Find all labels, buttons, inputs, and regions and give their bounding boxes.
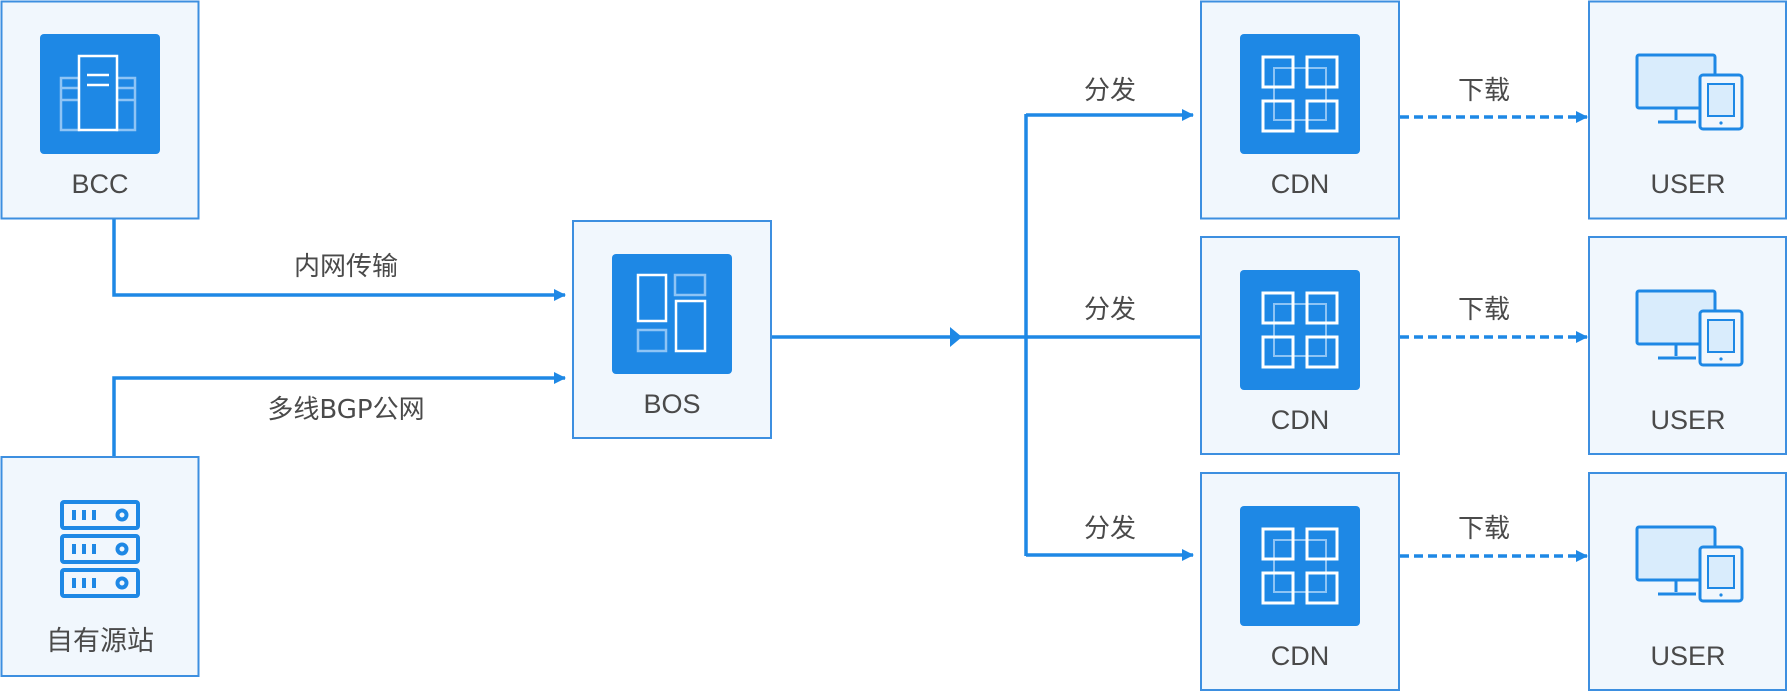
edge-bcc-to-bos bbox=[112, 218, 566, 301]
node-origin: 自有源站 bbox=[0, 456, 200, 677]
connectors bbox=[112, 109, 1588, 562]
node-box bbox=[1588, 236, 1787, 455]
icon-tile bbox=[1240, 506, 1360, 626]
icon-tile bbox=[612, 254, 732, 374]
node-label-user-1: USER bbox=[1650, 169, 1725, 199]
server-icon bbox=[59, 54, 137, 132]
cdn-grid-icon bbox=[1261, 55, 1339, 133]
node-box bbox=[0, 456, 200, 677]
icon-tile bbox=[1240, 34, 1360, 154]
node-cdn-1: CDN bbox=[1200, 0, 1400, 220]
label-distribute-1: 分发 bbox=[1084, 76, 1136, 106]
label-bgp: 多线BGP公网 bbox=[267, 395, 424, 425]
label-distribute-2: 分发 bbox=[1084, 295, 1136, 325]
node-cdn-2: CDN bbox=[1200, 236, 1400, 455]
cdn-grid-icon bbox=[1261, 527, 1339, 605]
label-download-1: 下载 bbox=[1458, 76, 1510, 106]
node-cdn-3: CDN bbox=[1200, 472, 1400, 691]
cdn-grid-icon bbox=[1261, 291, 1339, 369]
node-bos: BOS bbox=[572, 220, 772, 439]
node-user-1: USER bbox=[1588, 0, 1787, 220]
hub-arrowhead bbox=[950, 327, 962, 347]
node-bcc: BCC bbox=[0, 0, 200, 220]
node-label-cdn-2: CDN bbox=[1271, 405, 1330, 435]
devices-icon bbox=[1635, 53, 1744, 131]
node-label-user-3: USER bbox=[1650, 641, 1725, 671]
node-label-bos: BOS bbox=[643, 389, 700, 419]
node-label-user-2: USER bbox=[1650, 405, 1725, 435]
server-rack-icon bbox=[60, 500, 140, 598]
label-download-3: 下载 bbox=[1458, 514, 1510, 544]
node-label-bcc: BCC bbox=[71, 169, 128, 199]
node-user-2: USER bbox=[1588, 236, 1787, 455]
edge-labels: 内网传输 多线BGP公网 分发 分发 分发 下载 下载 下载 bbox=[267, 76, 1510, 544]
storage-icon bbox=[636, 273, 707, 353]
label-intranet: 内网传输 bbox=[294, 252, 398, 282]
node-box bbox=[1588, 0, 1787, 220]
devices-icon bbox=[1635, 289, 1744, 367]
node-user-3: USER bbox=[1588, 472, 1787, 691]
icon-tile bbox=[1240, 270, 1360, 390]
label-distribute-3: 分发 bbox=[1084, 514, 1136, 544]
devices-icon bbox=[1635, 525, 1744, 603]
node-label-cdn-3: CDN bbox=[1271, 641, 1330, 671]
node-label-cdn-1: CDN bbox=[1271, 169, 1330, 199]
edge-origin-to-bos bbox=[112, 372, 566, 457]
node-label-origin: 自有源站 bbox=[46, 626, 154, 656]
label-download-2: 下载 bbox=[1458, 295, 1510, 325]
